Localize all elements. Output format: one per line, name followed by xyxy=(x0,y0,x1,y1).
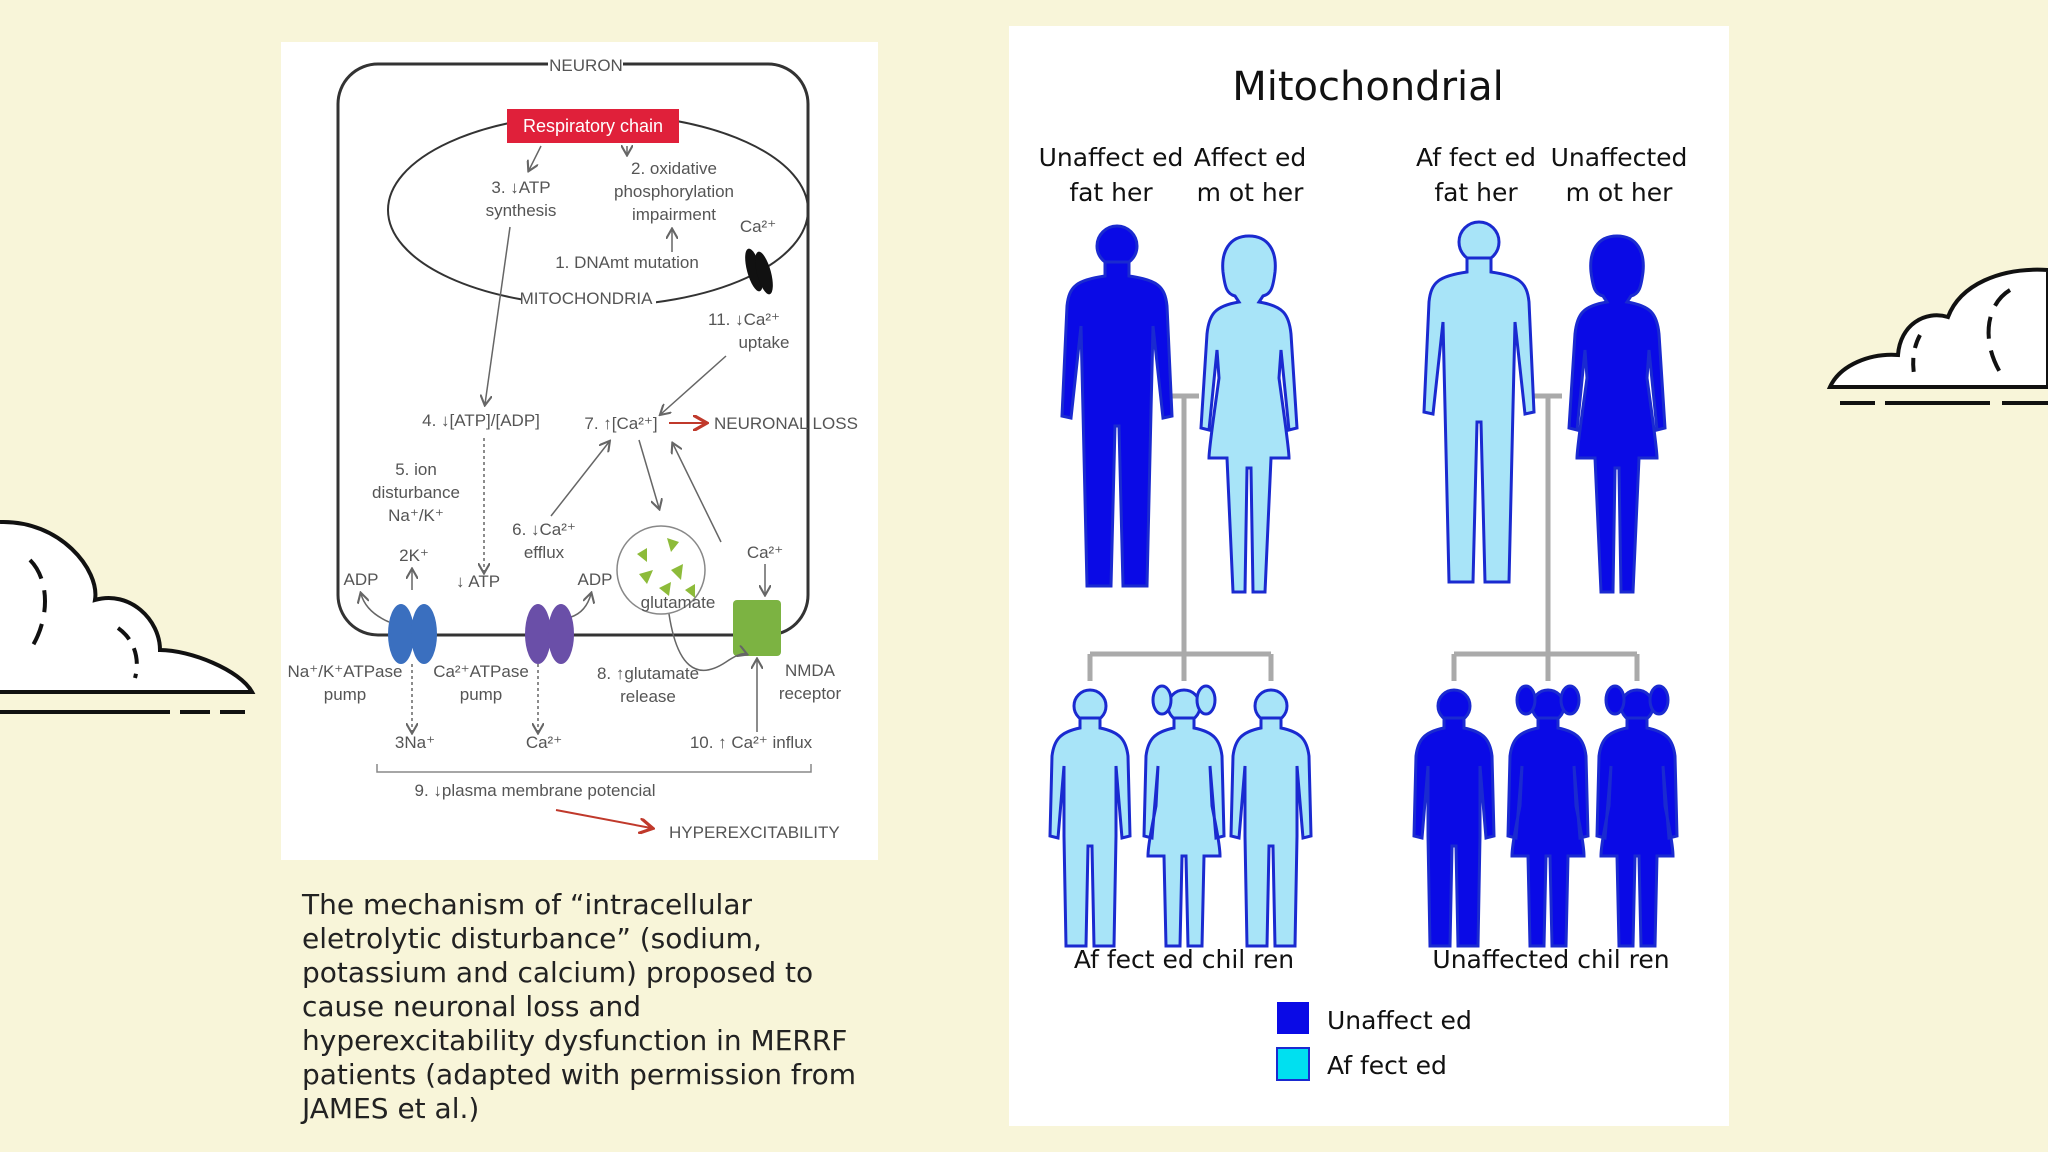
neuron-diagram: NEURON MITOCHONDRIA Respiratory chain 3.… xyxy=(288,54,858,842)
glutamate-vesicle xyxy=(616,525,706,615)
left-father-line2: fat her xyxy=(1069,178,1153,207)
cloud-left-icon xyxy=(0,519,256,714)
step6-line1: 6. ↓Ca²⁺ xyxy=(512,520,576,539)
right-child-boy xyxy=(1412,688,1496,948)
right-children-label: Unaffected chil ren xyxy=(1432,945,1669,974)
neuron-title: NEURON xyxy=(549,56,623,75)
step8-line1: 8. ↑glutamate xyxy=(597,664,699,683)
step11-line2: uptake xyxy=(738,333,789,352)
step2-line2: phosphorylation xyxy=(614,182,734,201)
step7-label: 7. ↑[Ca²⁺] xyxy=(584,414,657,433)
atp-down-label: ↓ ATP xyxy=(456,572,500,591)
right-father-figure xyxy=(1422,220,1536,584)
step11-line1: 11. ↓Ca²⁺ xyxy=(708,310,780,329)
step3-line1: 3. ↓ATP xyxy=(491,178,550,197)
na-k-pump-line2: pump xyxy=(324,685,367,704)
adp-right-label: ADP xyxy=(578,570,613,589)
ca-pump-line2: pump xyxy=(460,685,503,704)
step2-line1: 2. oxidative xyxy=(631,159,717,178)
left-child-boy xyxy=(1048,688,1132,948)
left-child-boy-2 xyxy=(1229,688,1313,948)
left-father-line1: Unaffect ed xyxy=(1039,143,1184,172)
step2-line3: impairment xyxy=(632,205,716,224)
legend-unaffected-label: Unaffect ed xyxy=(1327,1006,1472,1035)
step5-line1: 5. ion xyxy=(395,460,437,479)
three-na-label: 3Na⁺ xyxy=(395,733,435,752)
step5-line2: disturbance xyxy=(372,483,460,502)
right-mother-figure xyxy=(1567,234,1667,594)
right-child-girl-2 xyxy=(1595,684,1679,948)
pedigree-panel: Mitochondrial Unaffect ed fat her Affect… xyxy=(1009,26,1729,1126)
na-k-atpase-pump xyxy=(388,604,437,664)
ca-pump-line1: Ca²⁺ATPase xyxy=(433,662,529,681)
nmda-receptor xyxy=(733,600,781,656)
neuron-diagram-panel: NEURON MITOCHONDRIA Respiratory chain 3.… xyxy=(281,42,878,860)
right-mother-line1: Unaffected xyxy=(1551,143,1688,172)
legend-unaffected-swatch xyxy=(1277,1002,1309,1034)
pedigree-diagram: Mitochondrial Unaffect ed fat her Affect… xyxy=(1039,64,1688,1081)
step9-label: 9. ↓plasma membrane potencial xyxy=(415,781,656,800)
ca-atpase-pump xyxy=(525,604,574,664)
left-child-girl xyxy=(1142,684,1226,948)
right-child-girl xyxy=(1506,684,1590,948)
glutamate-label: glutamate xyxy=(641,593,716,612)
right-father-line1: Af fect ed xyxy=(1416,143,1536,172)
mito-calcium-channel xyxy=(745,248,763,292)
step10-label: 10. ↑ Ca²⁺ influx xyxy=(690,733,813,752)
step5-line3: Na⁺/K⁺ xyxy=(388,506,444,525)
left-father-figure xyxy=(1060,224,1174,588)
respiratory-chain-label: Respiratory chain xyxy=(523,116,663,136)
step4-label: 4. ↓[ATP]/[ADP] xyxy=(422,411,540,430)
hyperexcitability-label: HYPEREXCITABILITY xyxy=(669,823,840,842)
adp-left-label: ADP xyxy=(344,570,379,589)
ca-nmda-label: Ca²⁺ xyxy=(747,543,783,562)
step3-line2: synthesis xyxy=(486,201,557,220)
left-mother-line2: m ot her xyxy=(1197,178,1305,207)
pedigree-title: Mitochondrial xyxy=(1232,64,1504,110)
two-k-label: 2K⁺ xyxy=(399,546,429,565)
right-father-line2: fat her xyxy=(1434,178,1518,207)
step1-label: 1. DNAmt mutation xyxy=(555,253,699,272)
legend-affected-swatch xyxy=(1276,1047,1310,1081)
legend-affected-label: Af fect ed xyxy=(1327,1051,1447,1080)
figure-caption: The mechanism of “intracellular eletroly… xyxy=(302,888,857,1125)
nmda-line1: NMDA xyxy=(785,661,836,680)
left-mother-figure xyxy=(1199,234,1299,594)
neuronal-loss-label: NEURONAL LOSS xyxy=(714,414,858,433)
right-mother-line2: m ot her xyxy=(1566,178,1674,207)
left-children-label: Af fect ed chil ren xyxy=(1074,945,1294,974)
nmda-line2: receptor xyxy=(779,684,842,703)
left-mother-line1: Affect ed xyxy=(1194,143,1306,172)
na-k-pump-line1: Na⁺/K⁺ATPase xyxy=(288,662,403,681)
ca-mito-label: Ca²⁺ xyxy=(740,217,776,236)
step6-line2: efflux xyxy=(524,543,565,562)
respiratory-chain-box xyxy=(507,109,679,143)
mitochondria-label: MITOCHONDRIA xyxy=(520,289,654,308)
step8-line2: release xyxy=(620,687,676,706)
ca-out-label: Ca²⁺ xyxy=(526,733,562,752)
cloud-right-icon xyxy=(1826,267,2048,405)
